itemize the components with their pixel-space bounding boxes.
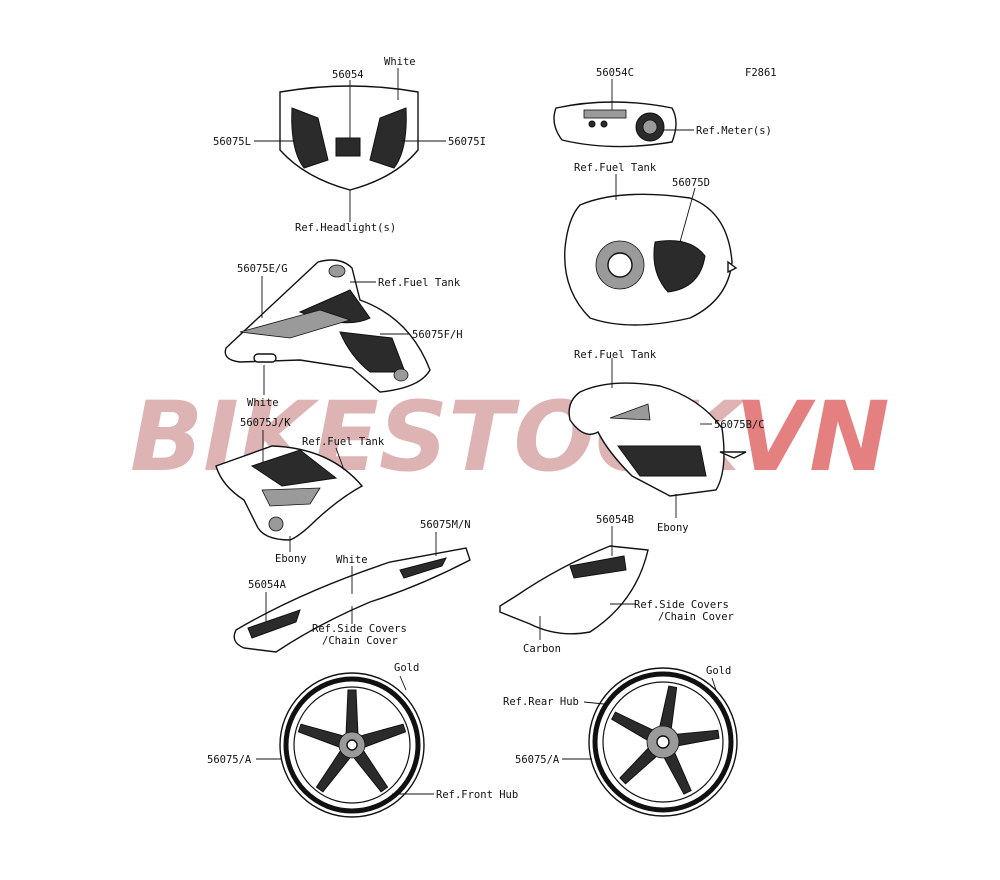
side-cover-carbon-part (499, 526, 649, 640)
headlight-cowl-part (254, 68, 446, 222)
label-56075FH: 56075F/H (412, 329, 463, 341)
label-ref-fuel-tank-4: Ref.Fuel Tank (302, 436, 385, 448)
label-ref-side-covers-left-1: Ref.Side Covers (312, 623, 407, 635)
label-56054C: 56054C (596, 67, 634, 79)
label-56054: 56054 (332, 69, 364, 81)
label-ebony-right: Ebony (657, 522, 689, 534)
label-white-low: White (336, 554, 368, 566)
label-ref-meter: Ref.Meter(s) (696, 125, 772, 137)
seat-cowl-part (233, 532, 471, 653)
figure-code: F2861 (745, 67, 777, 79)
label-gold-right: Gold (706, 665, 731, 677)
label-56075EG: 56075E/G (237, 263, 288, 275)
tank-shroud-lower-part (215, 430, 364, 552)
label-56075JK: 56075J/K (240, 417, 291, 429)
label-ref-front-hub: Ref.Front Hub (436, 789, 518, 801)
label-ref-side-covers-right-2: /Chain Cover (658, 611, 734, 623)
tank-shroud-upper-part (224, 259, 431, 395)
meter-part (553, 79, 694, 148)
label-56075L: 56075L (213, 136, 251, 148)
label-56054A: 56054A (248, 579, 287, 591)
label-ref-fuel-tank-3: Ref.Fuel Tank (574, 349, 657, 361)
front-wheel-part (256, 672, 434, 818)
kawasaki-logo-decal (335, 137, 361, 157)
label-ref-side-covers-left-2: /Chain Cover (322, 635, 398, 647)
label-56075D: 56075D (672, 177, 710, 189)
label-ref-rear-hub: Ref.Rear Hub (503, 696, 579, 708)
label-56075MN: 56075M/N (420, 519, 471, 531)
label-ref-fuel-tank-2: Ref.Fuel Tank (378, 277, 461, 289)
label-carbon: Carbon (523, 643, 561, 655)
label-56075A-left: 56075/A (207, 754, 252, 766)
label-56075BC: 56075B/C (714, 419, 765, 431)
label-white-mid: White (247, 397, 279, 409)
label-56075A-right: 56075/A (515, 754, 560, 766)
rear-wheel-part (562, 667, 738, 817)
label-white-top: White (384, 56, 416, 68)
fuel-tank-top-part (564, 174, 738, 326)
label-gold-left: Gold (394, 662, 419, 674)
label-56054B: 56054B (596, 514, 634, 526)
label-ref-fuel-tank-1: Ref.Fuel Tank (574, 162, 657, 174)
tank-side-cover-part (568, 358, 747, 518)
label-ref-side-covers-right-1: Ref.Side Covers (634, 599, 729, 611)
label-56075I: 56075I (448, 136, 486, 148)
watermark-text-accent: VN (735, 381, 890, 493)
label-ebony-left: Ebony (275, 553, 307, 565)
label-ref-headlight: Ref.Headlight(s) (295, 222, 396, 234)
